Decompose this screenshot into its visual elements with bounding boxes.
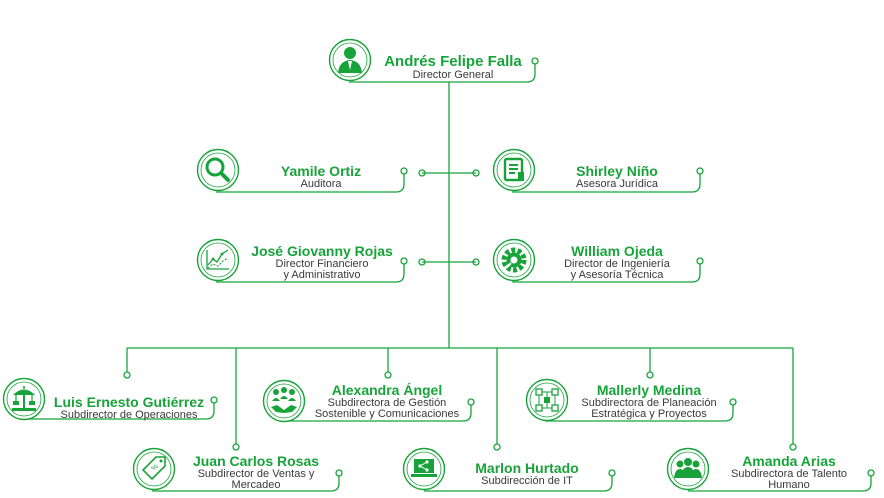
connector-dot bbox=[472, 169, 480, 177]
node-bracket bbox=[284, 405, 472, 422]
connector-dot bbox=[646, 371, 654, 379]
subdirector-name: Mallerly Medina bbox=[596, 382, 702, 398]
price-tag-icon: % bbox=[132, 447, 176, 491]
node-bracket bbox=[24, 403, 215, 420]
subdirector-node-mallerly: Mallerly Medina Subdirectora de Planeaci… bbox=[568, 383, 730, 421]
staff-name: José Giovanny Rojas bbox=[251, 243, 393, 259]
subdirector-node-luis: Luis Ernesto Gutiérrez Subdirector de Op… bbox=[48, 395, 210, 421]
executive-person-icon bbox=[328, 38, 372, 82]
connector-dot bbox=[210, 396, 218, 404]
node-bracket bbox=[688, 476, 872, 492]
staff-node-shirley: Shirley Niño Asesora Jurídica bbox=[536, 164, 698, 190]
connector-dot bbox=[400, 257, 408, 265]
subdirector-role: Subdirector de Operaciones bbox=[60, 408, 198, 421]
staff-node-william: William Ojeda Director de Ingeniería y A… bbox=[536, 244, 698, 282]
staff-node-yamile: Yamile Ortiz Auditora bbox=[240, 164, 402, 190]
connector-dot bbox=[696, 167, 704, 175]
director-name: Andrés Felipe Falla bbox=[384, 53, 522, 70]
connector-dot bbox=[531, 57, 539, 65]
subdirector-role: Subdirectora de Gestión Sostenible y Com… bbox=[314, 396, 460, 421]
connector-dot bbox=[608, 469, 616, 477]
node-bracket bbox=[216, 174, 405, 193]
connector-dot bbox=[123, 371, 131, 379]
connector-dot bbox=[467, 398, 475, 406]
connector-dot bbox=[493, 443, 501, 451]
handshake-team-icon bbox=[262, 379, 306, 423]
node-bracket bbox=[349, 64, 536, 83]
director-role: Director General bbox=[412, 68, 494, 81]
subdirector-node-marlon: Marlon Hurtado Subdirección de IT bbox=[446, 461, 608, 487]
connector-dot bbox=[418, 169, 426, 177]
node-bracket bbox=[424, 476, 613, 492]
connector-dot bbox=[418, 258, 426, 266]
staff-name: Yamile Ortiz bbox=[280, 163, 362, 179]
subdirector-role: Subdirector de Ventas y Mercadeo bbox=[197, 467, 315, 492]
financial-chart-icon bbox=[196, 238, 240, 282]
connector-dot bbox=[400, 167, 408, 175]
subdirector-node-juan: Juan Carlos Rosas Subdirector de Ventas … bbox=[176, 454, 336, 492]
legal-document-icon bbox=[492, 148, 536, 192]
gear-wrench-icon bbox=[492, 238, 536, 282]
connector-dot bbox=[729, 398, 737, 406]
subdirector-node-alexandra: Alexandra Ángel Subdirectora de Gestión … bbox=[306, 383, 468, 421]
connector-dot bbox=[472, 258, 480, 266]
staff-role: Auditora bbox=[300, 177, 342, 190]
node-bracket bbox=[152, 476, 340, 492]
subdirector-name: Luis Ernesto Gutiérrez bbox=[53, 394, 205, 410]
subdirector-name: Juan Carlos Rosas bbox=[192, 453, 320, 469]
subdirector-name: Alexandra Ángel bbox=[331, 382, 443, 398]
subdirector-role: Subdirectora de Talento Humano bbox=[731, 467, 847, 492]
subdirector-name: Marlon Hurtado bbox=[475, 460, 579, 476]
subdirector-node-amanda: Amanda Arias Subdirectora de Talento Hum… bbox=[710, 454, 868, 492]
connector-dot bbox=[867, 469, 875, 477]
node-bracket bbox=[216, 264, 405, 283]
connector-dot bbox=[696, 257, 704, 265]
connector-dot bbox=[384, 371, 392, 379]
carousel-icon bbox=[2, 377, 46, 421]
staff-node-jose: José Giovanny Rojas Director Financiero … bbox=[242, 244, 402, 282]
flowchart-icon bbox=[525, 378, 569, 422]
director-node: Andrés Felipe Falla Director General bbox=[374, 54, 532, 81]
people-group-icon bbox=[666, 447, 710, 491]
node-bracket bbox=[512, 174, 701, 193]
subdirector-role: Subdirección de IT bbox=[481, 474, 573, 487]
magnifier-icon bbox=[196, 148, 240, 192]
svg-text:%: % bbox=[151, 463, 160, 472]
subdirector-role: Subdirectora de Planeación Estratégica y… bbox=[581, 396, 717, 421]
connector-dot bbox=[335, 469, 343, 477]
connector-dot bbox=[789, 443, 797, 451]
staff-role: Director Financiero y Administrativo bbox=[275, 257, 369, 282]
node-bracket bbox=[512, 264, 701, 283]
laptop-share-icon bbox=[402, 447, 446, 491]
connector-dot bbox=[232, 443, 240, 451]
staff-role: Asesora Jurídica bbox=[576, 177, 658, 190]
staff-name: Shirley Niño bbox=[576, 163, 658, 179]
staff-role: Director de Ingeniería y Asesoría Técnic… bbox=[564, 257, 670, 282]
staff-name: William Ojeda bbox=[571, 243, 663, 259]
subdirector-name: Amanda Arias bbox=[742, 453, 836, 469]
node-bracket bbox=[545, 405, 734, 422]
